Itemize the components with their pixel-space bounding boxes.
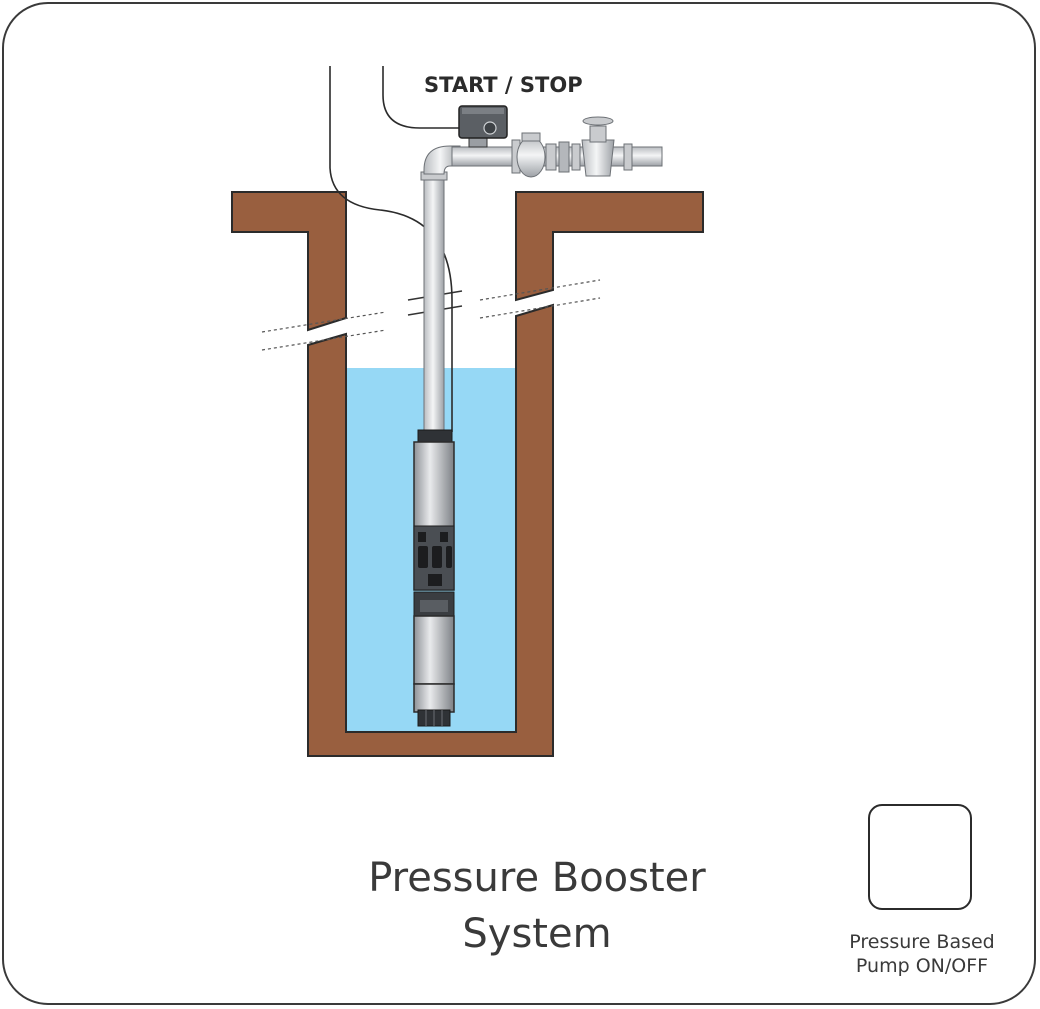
start-stop-label: START / STOP	[424, 73, 583, 97]
title-line-1: Pressure Booster	[368, 855, 706, 901]
pressure-switch	[458, 105, 508, 148]
break-lines	[261, 279, 601, 351]
title-line-2: System	[462, 911, 612, 957]
diagram-title: Pressure Booster System	[330, 850, 744, 962]
device-caption-line-1: Pressure Based	[849, 931, 995, 953]
check-valve	[516, 136, 546, 178]
well-wall-left	[231, 191, 347, 332]
device-icon-box	[868, 804, 972, 910]
submersible-pump	[413, 429, 455, 727]
device-caption: Pressure Based Pump ON/OFF	[820, 930, 1024, 978]
well-wall-right	[515, 191, 704, 302]
control-wires	[329, 66, 462, 432]
well-wall-left-lower	[307, 303, 554, 757]
valve-handwheel-icon	[582, 116, 614, 126]
device-caption-line-2: Pump ON/OFF	[855, 955, 989, 977]
gate-valve	[581, 116, 615, 177]
riser-pipe	[423, 171, 445, 435]
